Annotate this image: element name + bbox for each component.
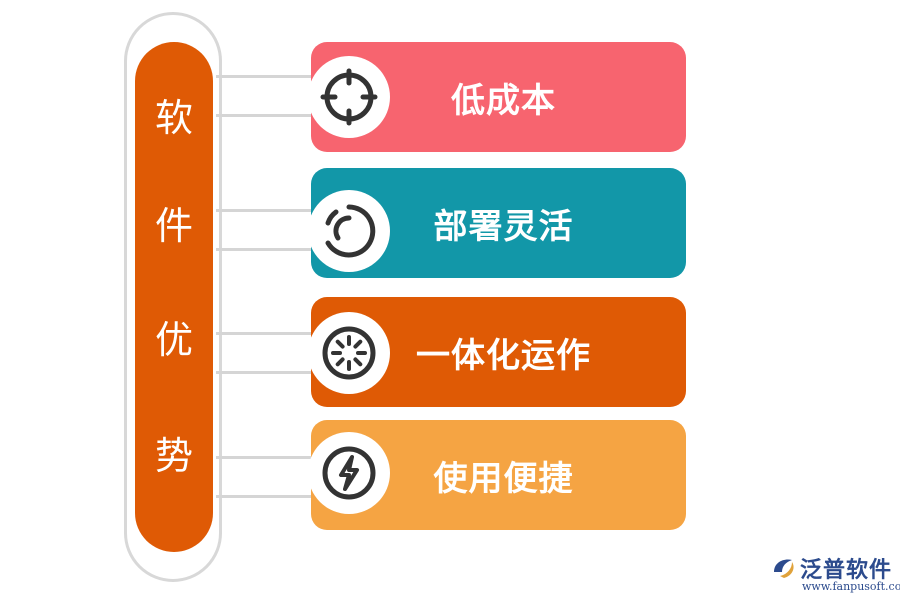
- brand-logo: 泛普软件 www.fanpusoft.com: [770, 552, 900, 596]
- connector-2: [216, 209, 336, 251]
- logo-url: www.fanpusoft.com: [802, 580, 900, 593]
- logo-name: 泛普软件: [800, 558, 893, 583]
- vertical-title-pill: 软 件 优 势: [135, 42, 213, 552]
- card-easy-to-use: 使用便捷: [311, 420, 686, 530]
- card-label: 低成本: [451, 80, 556, 121]
- card-label: 使用便捷: [433, 458, 574, 499]
- connector-3: [216, 332, 336, 374]
- radial-dial-icon: [322, 326, 376, 380]
- title-char-1: 软: [154, 96, 193, 140]
- lightning-bolt-icon: [322, 446, 376, 500]
- circular-arrows-icon: [325, 204, 376, 258]
- card-label: 部署灵活: [433, 206, 574, 247]
- badge-3: [308, 312, 390, 394]
- connector-4: [216, 456, 336, 498]
- title-char-4: 势: [154, 434, 193, 478]
- title-char-3: 优: [154, 318, 193, 362]
- connector-1: [216, 75, 336, 117]
- badge-4: [308, 432, 390, 514]
- badge-1: [308, 56, 390, 138]
- logo-mark-icon: [774, 559, 794, 578]
- card-low-cost: 低成本: [311, 42, 686, 152]
- title-char-2: 件: [154, 204, 193, 248]
- crosshair-icon: [320, 68, 378, 126]
- badge-2: [308, 190, 390, 272]
- card-label: 一体化运作: [416, 335, 591, 376]
